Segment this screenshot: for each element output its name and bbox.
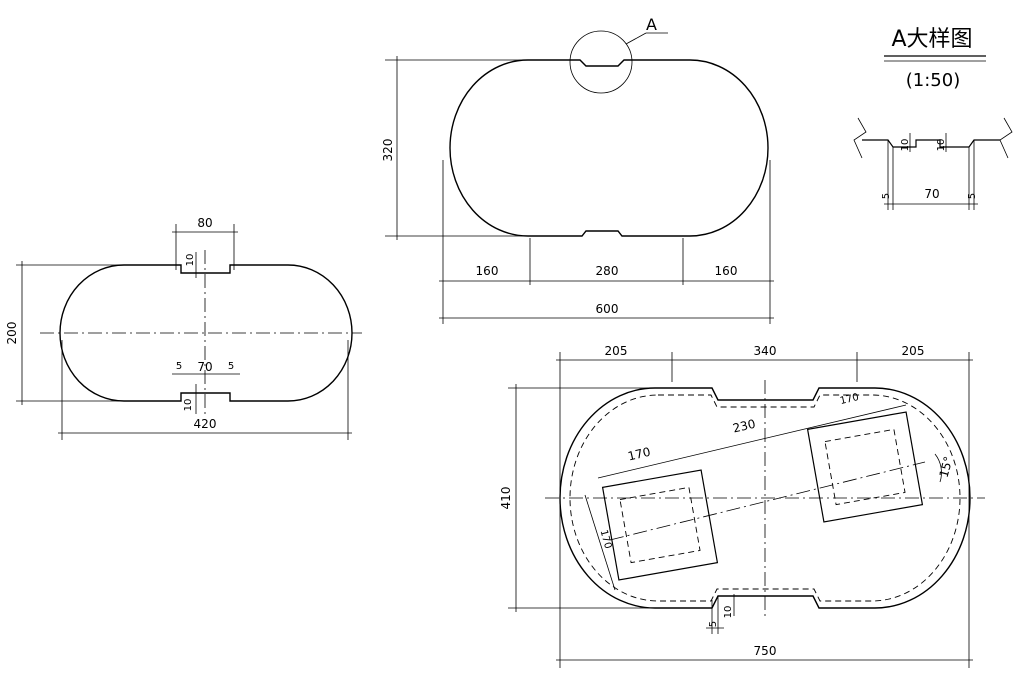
plan-diag-right: 170: [839, 392, 860, 407]
detail-a: A大样图 (1:50) 10 10 5 5 70: [853, 27, 1013, 210]
plan-notch-edge: 5: [708, 621, 719, 627]
top-view-seg-3: 160: [715, 264, 738, 278]
detail-a-right-depth: 10: [936, 139, 947, 152]
plan-angle: 15°: [937, 455, 956, 479]
plan-height: 410: [499, 487, 513, 510]
detail-a-left-edge: 5: [881, 193, 892, 199]
plan-top-dim-3: 205: [902, 344, 925, 358]
top-view-height-label: 320: [381, 139, 395, 162]
plan-side-left: 170: [598, 529, 614, 550]
plan-notch-depth: 10: [723, 606, 734, 619]
detail-a-profile: [862, 139, 1000, 148]
left-view-bottom-depth: 10: [183, 399, 194, 412]
plan-outer-outline: [559, 387, 971, 609]
detail-a-callout-circle: [569, 30, 633, 94]
detail-a-leader: [625, 32, 647, 45]
detail-a-left-depth: 10: [900, 139, 911, 152]
left-view-bottom-right: 5: [228, 361, 234, 372]
left-view: 80 10 200 5 70 5 10 420: [5, 216, 362, 440]
top-view-seg-1: 160: [476, 264, 499, 278]
detail-a-right-edge: 5: [967, 193, 978, 199]
plan-diag-center: 230: [731, 417, 756, 436]
detail-a-marker: A: [646, 15, 657, 34]
detail-a-title: A大样图: [891, 27, 972, 52]
plan-left-block: [601, 469, 719, 581]
left-view-height: 200: [5, 322, 19, 345]
diag-dim-line: [597, 404, 907, 479]
detail-a-scale: (1:50): [906, 70, 960, 91]
top-view-outline: [449, 59, 769, 237]
break-mark-right: [999, 117, 1013, 159]
plan-right-block: [806, 411, 924, 523]
left-block-outer: [601, 469, 719, 581]
top-view-seg-2: 280: [596, 264, 619, 278]
left-view-bottom-width: 70: [197, 360, 212, 374]
left-block-inner: [619, 486, 701, 564]
plan-inner-outline: [569, 394, 961, 602]
right-block-inner: [824, 428, 906, 506]
block-centerline: [609, 461, 926, 541]
detail-a-width: 70: [924, 187, 939, 201]
plan-total: 750: [754, 644, 777, 658]
left-view-notch-top: 80: [197, 216, 212, 230]
left-view-bottom-left: 5: [176, 361, 182, 372]
left-view-top-depth: 10: [185, 254, 196, 267]
break-mark-left: [853, 117, 867, 159]
left-view-total: 420: [194, 417, 217, 431]
plan-view: 170 230 170 170 15° 205 340 205 410 5 10…: [499, 344, 985, 668]
angle-arc: [934, 453, 942, 483]
plan-top-dim-1: 205: [605, 344, 628, 358]
side-dim-line: [584, 494, 616, 591]
top-view: A 320 160 280 160 600: [381, 15, 774, 324]
left-view-outline: [59, 264, 353, 402]
right-block-outer: [806, 411, 924, 523]
top-view-total: 600: [596, 302, 619, 316]
plan-diag-left: 170: [626, 445, 651, 464]
plan-top-dim-2: 340: [754, 344, 777, 358]
